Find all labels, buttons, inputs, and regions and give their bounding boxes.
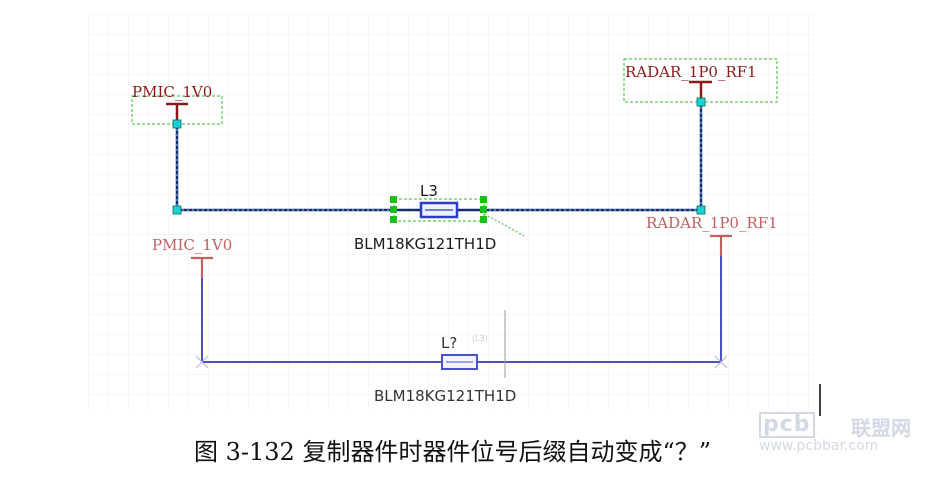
l-unknown-comment: BLM18KG121TH1D [374,387,516,405]
bottom-wires[interactable] [201,256,722,363]
bottom-corner-markers [195,355,728,369]
bottom-inductor-l-unknown[interactable]: L? (L3) BLM18KG121TH1D [374,334,516,405]
figure-caption: 图 3-132 复制器件时器件位号后缀自动变成“？” [194,438,711,466]
bottom-left-port-label: PMIC_1V0 [152,236,232,254]
l-unknown-hint: (L3) [472,334,488,343]
top-left-port-label: PMIC_1V0 [132,83,212,101]
bottom-left-power-port[interactable]: PMIC_1V0 [152,236,232,278]
l-unknown-designator: L? [441,334,457,352]
watermark-name: 联盟网 [851,416,911,440]
top-wires[interactable] [175,102,703,212]
bottom-circuit: PMIC_1V0 RADAR_1P0_RF1 [152,214,778,405]
watermark: pcb 联盟网 www.pcbbar.com [759,410,919,460]
top-circuit: PMIC_1V0 RADAR_1P0_RF1 [131,58,778,253]
watermark-logo: pcb [759,412,816,438]
l3-designator: L3 [420,182,438,200]
bottom-right-power-port[interactable]: RADAR_1P0_RF1 [646,214,778,256]
l3-comment: BLM18KG121TH1D [354,235,496,253]
bottom-right-port-label: RADAR_1P0_RF1 [646,214,778,232]
top-right-port-label: RADAR_1P0_RF1 [625,63,757,81]
top-inductor-l3[interactable]: L3 BLM18KG121TH1D [354,182,525,253]
watermark-url: www.pcbbar.com [759,438,879,454]
top-left-power-port[interactable]: PMIC_1V0 [131,83,223,125]
top-wire-handles[interactable] [172,97,706,215]
